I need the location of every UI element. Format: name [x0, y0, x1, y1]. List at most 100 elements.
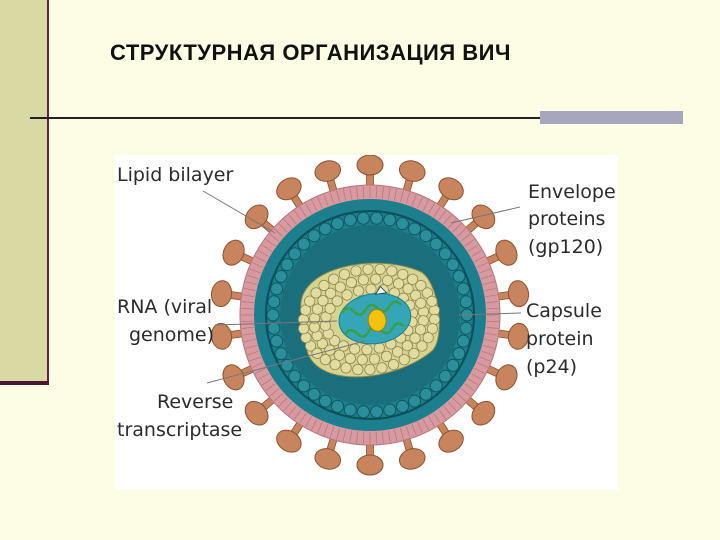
bilayer-striation: [247, 274, 259, 280]
matrix-bead: [456, 334, 470, 348]
bilayer-striation: [485, 294, 498, 298]
leader-rna: [214, 320, 338, 326]
bilayer-striation: [254, 256, 266, 263]
bilayer-striation: [356, 431, 359, 444]
bilayer-striation: [422, 199, 429, 211]
bilayer-striation: [252, 262, 264, 268]
leader-reverse-transcriptase: [206, 340, 366, 384]
capsid-bead: [344, 352, 356, 365]
bilayer-striation: [258, 373, 269, 380]
bilayer-striation: [387, 187, 391, 200]
capsid-bead: [311, 303, 324, 315]
capsid-bead: [310, 287, 322, 299]
matrix-bead: [395, 217, 409, 231]
title-rule-line: [30, 117, 540, 119]
capsid-bead: [380, 350, 393, 362]
spike-knob: [507, 322, 530, 350]
bilayer-striation: [311, 419, 318, 431]
bilayer-striation: [249, 268, 261, 274]
bilayer-striation: [452, 397, 462, 407]
side-accent-band: [0, 0, 47, 381]
hiv-diagram-svg: Lipid bilayer Envelope proteins (gp120) …: [117, 155, 616, 476]
bilayer-striation: [486, 307, 499, 310]
capsid-bead: [415, 279, 427, 292]
bilayer-striation: [299, 206, 307, 218]
capsid-bead: [319, 353, 331, 366]
matrix-bead: [456, 282, 470, 296]
capsid-bead: [341, 289, 353, 301]
leader-envelope-proteins: [450, 206, 521, 224]
bilayer-striation: [342, 188, 347, 201]
capsid-bead: [350, 265, 362, 277]
reverse-transcriptase: [367, 308, 387, 332]
label-envelope-proteins-line3: (gp120): [528, 236, 603, 258]
bilayer-striation: [283, 401, 292, 412]
bilayer-striation: [293, 210, 302, 221]
capsid-bead: [329, 358, 341, 371]
matrix-bead: [383, 403, 397, 417]
bilayer-striation: [375, 186, 378, 199]
matrix-bead: [318, 394, 332, 408]
bilayer-striation: [261, 244, 273, 252]
slide-title: СТРУКТУРНАЯ ОРГАНИЗАЦИЯ ВИЧ: [110, 40, 511, 65]
bilayer-striation: [482, 344, 495, 349]
bilayer-striation: [283, 218, 292, 229]
bilayer-striation: [422, 419, 429, 431]
spike-knob: [210, 280, 233, 308]
integrase-mark: [374, 285, 388, 295]
capsid-bead: [345, 276, 358, 289]
bilayer-striation: [486, 301, 499, 304]
bilayer-striation: [241, 326, 254, 329]
spike-knob: [495, 364, 518, 391]
bilayer-striation: [311, 199, 318, 211]
label-capsule-protein-line3: (p24): [526, 356, 577, 378]
leader-lipid-bilayer: [202, 190, 276, 234]
capsid-bead: [304, 295, 316, 307]
virion: [210, 155, 530, 476]
matrix-beads: [266, 211, 474, 419]
capsid-bead: [352, 363, 364, 376]
matrix-bead: [383, 213, 397, 227]
matrix-bead: [343, 403, 357, 417]
bilayer-striation: [460, 388, 471, 397]
bilayer-striation: [411, 424, 417, 436]
bilayer-striation: [278, 223, 288, 233]
bilayer-striation: [342, 429, 347, 442]
capsid-bead: [392, 346, 404, 358]
matrix-bead: [267, 321, 281, 335]
side-accent-edge: [47, 0, 49, 381]
bilayer-striation: [405, 426, 411, 438]
spike-knob: [438, 429, 464, 453]
matrix-bead: [297, 237, 311, 251]
matrix-bead: [446, 358, 460, 372]
bilayer-striation: [381, 186, 384, 199]
bilayer-striation: [399, 190, 404, 203]
bilayer-striation: [428, 416, 435, 427]
bilayer-striation: [336, 190, 341, 203]
spike-knob: [398, 160, 426, 182]
bilayer-striation: [323, 194, 329, 206]
spike-knob: [276, 429, 302, 453]
bilayer-striation: [243, 287, 256, 292]
label-rna-line1: RNA (viral: [117, 296, 212, 318]
bilayer-striation: [243, 338, 256, 343]
bilayer-striation: [433, 412, 441, 424]
spike-knob: [356, 155, 384, 176]
bilayer-striation: [452, 223, 462, 233]
bilayer-striation: [242, 332, 255, 336]
capsid-bead: [406, 273, 419, 285]
bilayer-striation: [261, 378, 273, 386]
spike-knob: [222, 239, 245, 266]
capsid-bead: [414, 324, 427, 336]
bilayer-striation: [482, 281, 495, 286]
bilayer-striation: [411, 194, 417, 206]
capsid-bead: [415, 297, 427, 309]
bilayer-striation: [443, 214, 452, 225]
capsid-bead: [325, 287, 337, 299]
capsid-bead: [392, 278, 405, 290]
bilayer-striation: [438, 409, 447, 420]
capsid-bead: [362, 263, 374, 275]
matrix-bead: [452, 269, 466, 283]
label-rna-line2: genome): [129, 324, 214, 346]
bilayer-striation: [456, 228, 467, 237]
